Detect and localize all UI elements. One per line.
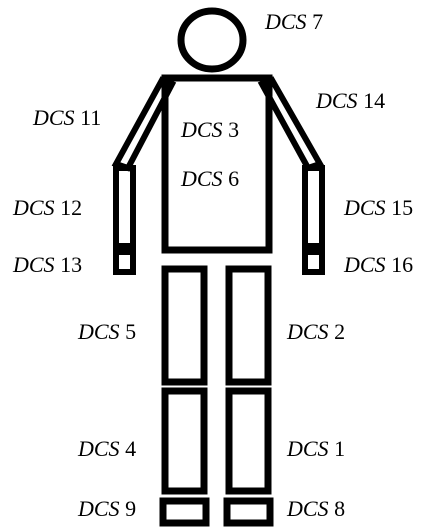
forearm-right-side-shape <box>113 165 136 249</box>
label-hand-left-side: DCS 16 <box>343 252 413 277</box>
label-upper-arm-right-side: DCS 11 <box>32 105 101 130</box>
label-thigh-right-side: DCS 5 <box>77 319 136 344</box>
head-shape <box>177 7 247 73</box>
label-foot-right-side: DCS 9 <box>77 496 136 521</box>
label-torso-lower: DCS 6 <box>180 166 239 191</box>
label-shin-left-side: DCS 1 <box>286 436 345 461</box>
label-hand-right-side: DCS 13 <box>12 252 82 277</box>
thigh-left-side-shape <box>225 265 272 386</box>
torso-shape <box>161 74 273 254</box>
foot-right-side-shape <box>159 497 210 527</box>
thigh-right-side-shape <box>161 265 208 386</box>
shin-right-side-shape <box>161 387 208 495</box>
label-forearm-left-side: DCS 15 <box>343 195 413 220</box>
label-foot-left-side: DCS 8 <box>286 496 345 521</box>
label-thigh-left-side: DCS 2 <box>286 319 345 344</box>
label-torso-upper: DCS 3 <box>180 117 239 142</box>
foot-left-side-shape <box>223 497 274 527</box>
label-head: DCS 7 <box>264 9 323 34</box>
hand-right-side-shape <box>113 249 136 275</box>
label-upper-arm-left-side: DCS 14 <box>315 88 385 113</box>
label-forearm-right-side: DCS 12 <box>12 195 82 220</box>
hand-left-side-shape <box>302 249 325 275</box>
label-shin-right-side: DCS 4 <box>77 436 136 461</box>
shin-left-side-shape <box>225 387 272 495</box>
forearm-left-side-shape <box>302 165 325 249</box>
